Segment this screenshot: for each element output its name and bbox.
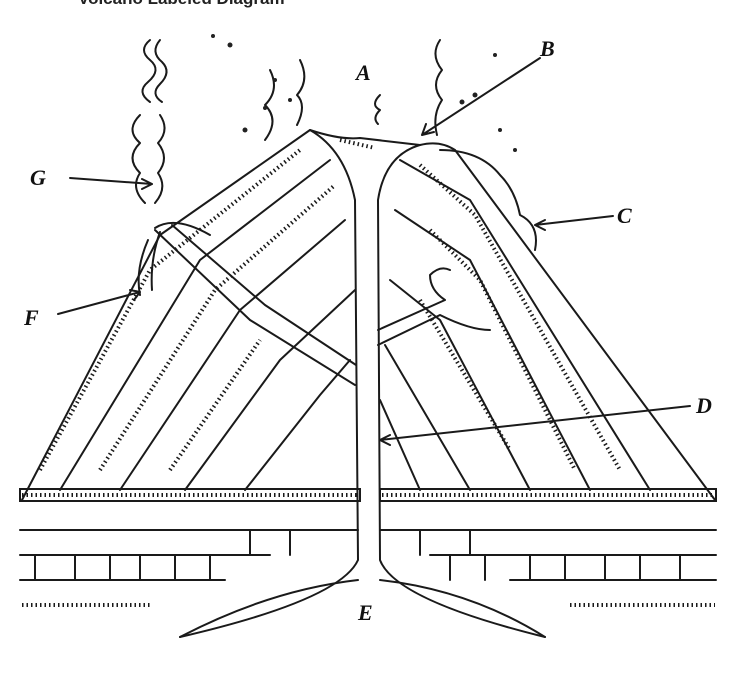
label-g: G bbox=[30, 165, 46, 190]
strata-hatching bbox=[38, 138, 622, 472]
pointer-arrows bbox=[57, 57, 691, 446]
label-c: C bbox=[617, 203, 632, 228]
ash-particles bbox=[211, 34, 517, 152]
brick-layer bbox=[19, 529, 717, 581]
parasitic-cone bbox=[137, 221, 211, 296]
main-vent bbox=[377, 144, 546, 638]
lava-flow bbox=[439, 149, 537, 251]
smoke-plume bbox=[434, 39, 443, 136]
hatched-layer bbox=[19, 488, 361, 502]
smoke-plume bbox=[264, 59, 306, 141]
diagram-title: Volcano Labeled Diagram bbox=[78, 0, 285, 9]
hatched-layer bbox=[379, 488, 717, 502]
label-b: B bbox=[539, 36, 555, 61]
main-vent bbox=[179, 129, 359, 638]
smoke-plume bbox=[374, 94, 381, 125]
label-a: A bbox=[354, 60, 371, 85]
label-f: F bbox=[23, 305, 39, 330]
smoke-g bbox=[131, 114, 166, 204]
label-e: E bbox=[357, 600, 373, 625]
smoke-plume bbox=[154, 39, 168, 103]
rock-layer bbox=[19, 529, 717, 556]
label-d: D bbox=[695, 393, 712, 418]
side-vent bbox=[154, 224, 357, 386]
smoke-plume bbox=[141, 39, 157, 103]
volcano-left-slope bbox=[21, 129, 716, 501]
magma-chamber bbox=[179, 579, 546, 638]
strata-lines bbox=[59, 159, 651, 491]
sill bbox=[377, 267, 491, 346]
